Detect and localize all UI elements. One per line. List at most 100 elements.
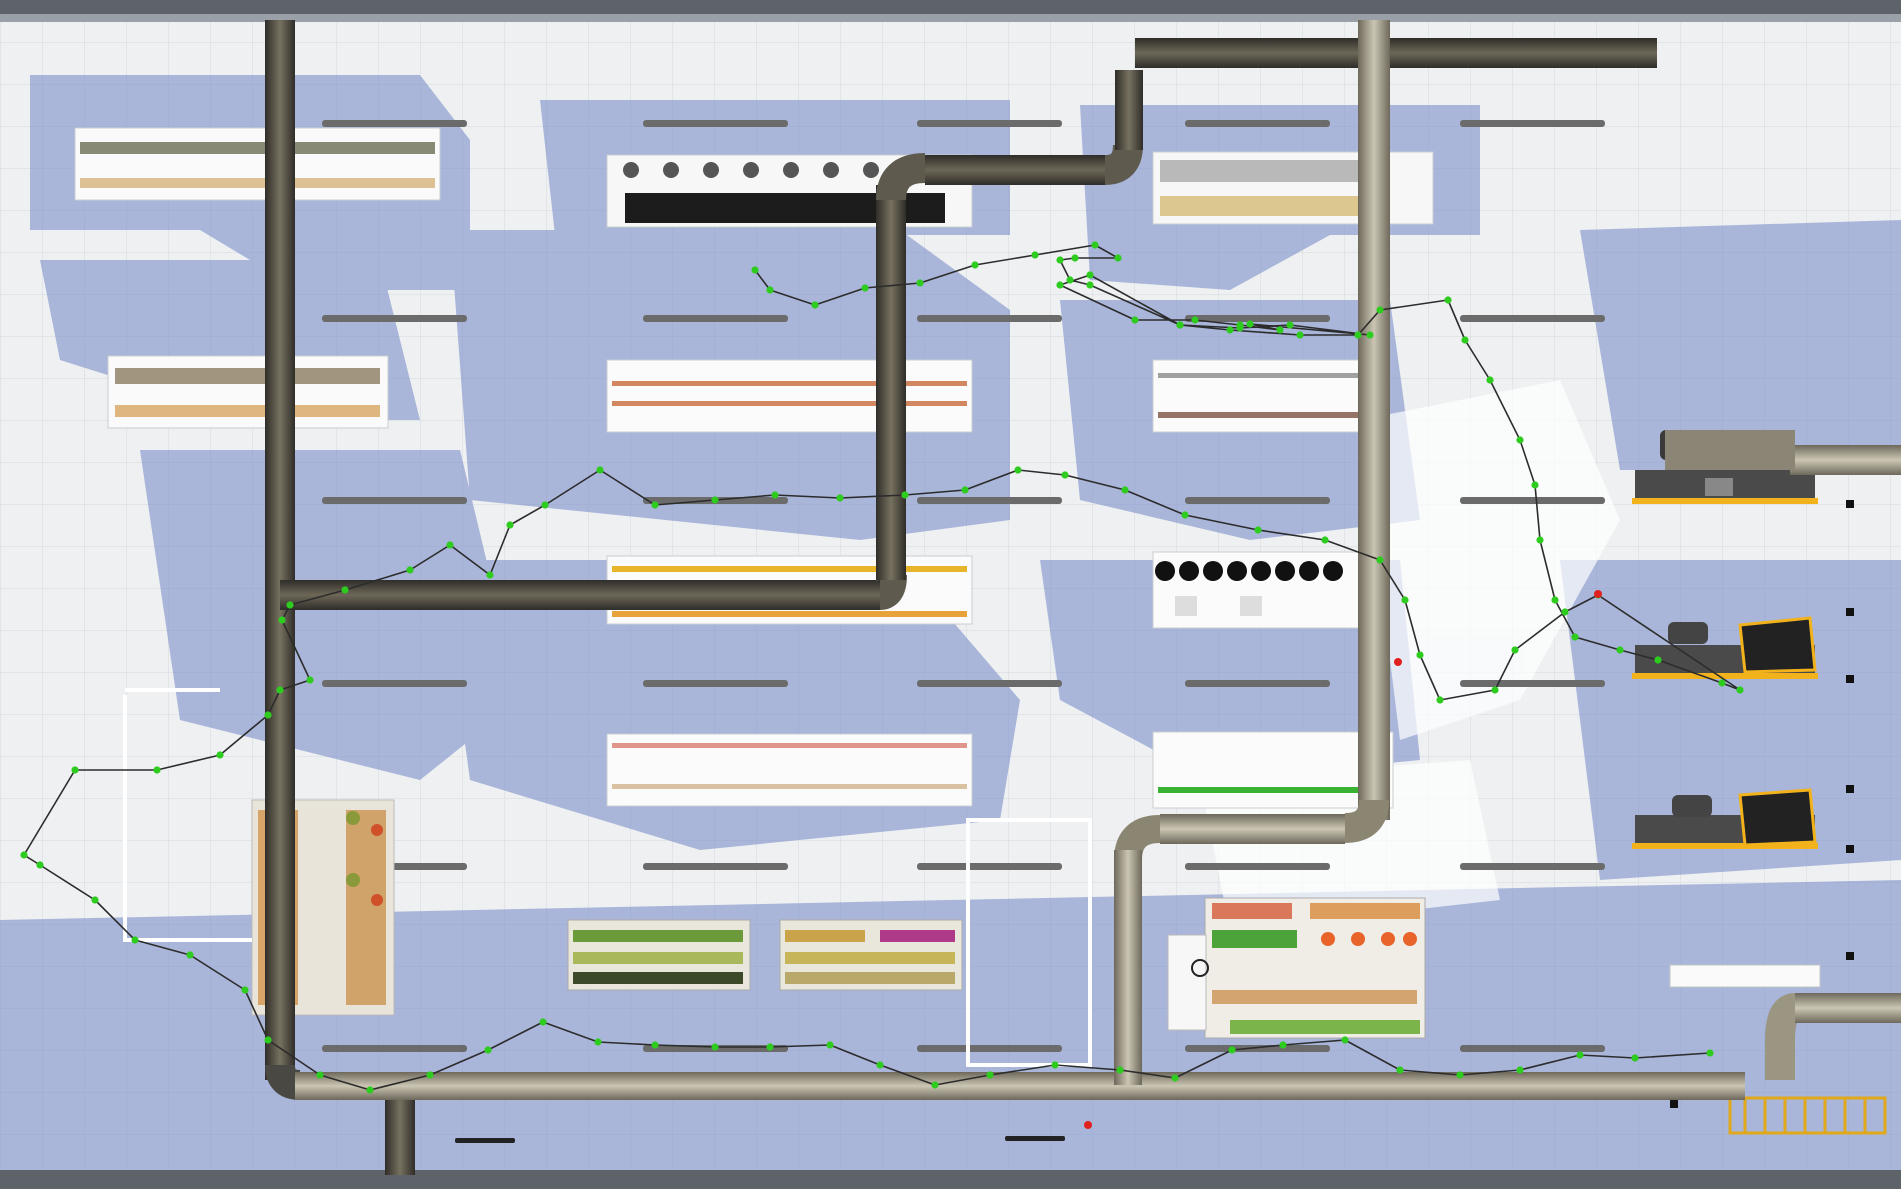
green-dot-icon: [1051, 1061, 1059, 1069]
green-dot-icon: [826, 1041, 834, 1049]
green-dot-icon: [596, 466, 604, 474]
green-dot-icon: [1736, 686, 1744, 694]
green-dot-icon: [916, 279, 924, 287]
green-dot-icon: [1246, 320, 1254, 328]
green-dot-icon: [286, 601, 294, 609]
checkout-counter-2[interactable]: [1632, 616, 1818, 679]
green-dot-icon: [1066, 276, 1074, 284]
green-dot-icon: [1086, 281, 1094, 289]
right-shelf-row-3[interactable]: [1152, 731, 1394, 809]
green-dot-icon: [901, 491, 909, 499]
red-dot-icon: [1394, 658, 1402, 666]
center-shelf-row-1[interactable]: [606, 359, 973, 433]
green-dot-icon: [1576, 1051, 1584, 1059]
green-dot-icon: [36, 861, 44, 869]
green-dot-icon: [366, 1086, 374, 1094]
green-dot-icon: [1091, 241, 1099, 249]
green-dot-icon: [486, 571, 494, 579]
green-dot-icon: [1516, 1066, 1524, 1074]
upper-left-shelf[interactable]: [74, 127, 441, 201]
green-dot-icon: [766, 1043, 774, 1051]
green-dot-icon: [1071, 254, 1079, 262]
red-dot-icon: [1084, 1121, 1092, 1129]
green-dot-icon: [426, 1071, 434, 1079]
green-dot-icon: [1254, 526, 1262, 534]
green-dot-icon: [711, 496, 719, 504]
green-dot-icon: [1116, 1066, 1124, 1074]
green-dot-icon: [406, 566, 414, 574]
green-dot-icon: [1296, 331, 1304, 339]
green-dot-icon: [711, 1043, 719, 1051]
green-dot-icon: [316, 1071, 324, 1079]
green-dot-icon: [1536, 536, 1544, 544]
green-dot-icon: [1031, 251, 1039, 259]
green-dot-icon: [1131, 316, 1139, 324]
bottom-wall: [0, 1170, 1901, 1189]
green-dot-icon: [1561, 608, 1569, 616]
green-dot-icon: [1228, 1046, 1236, 1054]
green-dot-icon: [1376, 556, 1384, 564]
green-dot-icon: [811, 301, 819, 309]
green-dot-icon: [1191, 316, 1199, 324]
green-dot-icon: [766, 286, 774, 294]
green-dot-icon: [1354, 331, 1362, 339]
top-right-appliance-shelf[interactable]: [1152, 151, 1434, 225]
green-dot-icon: [861, 284, 869, 292]
green-dot-icon: [1236, 321, 1244, 329]
green-dot-icon: [1706, 1049, 1714, 1057]
green-dot-icon: [1056, 281, 1064, 289]
green-dot-icon: [1654, 656, 1662, 664]
checkout-counter-3[interactable]: [1632, 788, 1818, 849]
waypoint-count: 112: [0, 0, 1, 1]
green-dot-icon: [71, 766, 79, 774]
overhead-ducts: [265, 20, 1901, 1175]
green-dot-icon: [1486, 376, 1494, 384]
green-dot-icon: [1631, 1054, 1639, 1062]
green-dot-icon: [306, 676, 314, 684]
green-dot-icon: [1061, 471, 1069, 479]
right-shelf-row-2[interactable]: [1152, 551, 1384, 629]
green-dot-icon: [1616, 646, 1624, 654]
right-shelf-row-1[interactable]: [1152, 359, 1384, 433]
top-wall: [0, 0, 1901, 14]
green-dot-icon: [1416, 651, 1424, 659]
shopping-carts[interactable]: [1728, 1096, 1887, 1135]
left-shelf[interactable]: [107, 355, 389, 429]
green-dot-icon: [771, 491, 779, 499]
cast-shadows: [0, 75, 1901, 1170]
green-dot-icon: [1366, 331, 1374, 339]
green-dot-icon: [153, 766, 161, 774]
green-dot-icon: [276, 686, 284, 694]
green-dot-icon: [1121, 486, 1129, 494]
center-shelf-row-3[interactable]: [606, 733, 973, 807]
green-dot-icon: [1718, 679, 1726, 687]
green-dot-icon: [1396, 1066, 1404, 1074]
green-dot-icon: [541, 501, 549, 509]
green-dot-icon: [1176, 321, 1184, 329]
green-dot-icon: [876, 1061, 884, 1069]
green-dot-icon: [651, 501, 659, 509]
produce-stand-right[interactable]: [1167, 897, 1426, 1039]
produce-stand-center[interactable]: [567, 919, 963, 991]
green-dot-icon: [91, 896, 99, 904]
green-dot-icon: [1531, 481, 1539, 489]
green-dot-icon: [446, 541, 454, 549]
green-dot-icon: [1444, 296, 1452, 304]
red-dot-icon: [1594, 590, 1602, 598]
green-dot-icon: [1056, 256, 1064, 264]
open-fixture-outlines: [123, 688, 1092, 1067]
green-dot-icon: [1086, 271, 1094, 279]
green-dot-icon: [278, 616, 286, 624]
green-dot-icon: [1461, 336, 1469, 344]
green-dot-icon: [1276, 326, 1284, 334]
green-dot-icon: [1321, 536, 1329, 544]
green-dot-icon: [484, 1046, 492, 1054]
green-dot-icon: [1491, 686, 1499, 694]
green-dot-icon: [241, 986, 249, 994]
green-dot-icon: [1456, 1071, 1464, 1079]
green-dot-icon: [1226, 326, 1234, 334]
green-dot-icon: [651, 1041, 659, 1049]
green-dot-icon: [961, 486, 969, 494]
exit-gates: [1670, 500, 1854, 1108]
